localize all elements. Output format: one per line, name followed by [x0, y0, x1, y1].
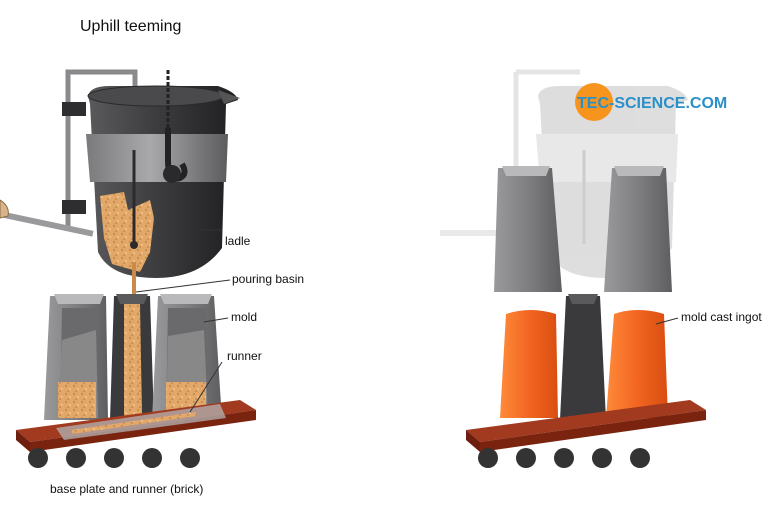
base-plate-left — [16, 400, 256, 452]
leader-line-ingot — [655, 317, 679, 325]
tec-science-logo: TEC-SCIENCE.COM — [575, 83, 727, 121]
mold-left-fill — [58, 382, 96, 418]
central-runner — [110, 294, 154, 420]
ingot-left — [500, 310, 558, 418]
label-mold-cast-ingot: mold cast ingot — [681, 310, 762, 324]
lifted-mold-left — [494, 166, 562, 292]
mold-right — [152, 294, 222, 420]
ladle-molten-steel — [100, 192, 154, 272]
frame-bracket-bottom — [62, 200, 86, 214]
ladle-frame — [65, 69, 138, 230]
ladle-band — [86, 134, 228, 182]
hand-icon — [0, 199, 9, 219]
base-plate-right — [466, 400, 706, 452]
ladle-hook — [163, 70, 188, 183]
label-mold: mold — [231, 310, 257, 324]
diagram-title: Uphill teeming — [80, 18, 181, 35]
frame-bracket-top — [62, 102, 86, 116]
stopper-rod-handle — [0, 199, 94, 237]
wheels-right — [478, 448, 650, 468]
label-runner: runner — [227, 349, 262, 363]
ingot-right — [606, 310, 668, 418]
lifted-mold-right — [604, 166, 672, 292]
pouring-stream — [132, 262, 136, 298]
logo-text: TEC-SCIENCE.COM — [577, 95, 727, 112]
leader-lines-left — [135, 229, 231, 413]
label-ladle: ladle — [225, 234, 251, 248]
central-runner-right — [560, 294, 606, 420]
ladle — [86, 70, 240, 278]
label-pouring-basin: pouring basin — [232, 272, 304, 286]
wheels-left — [28, 448, 200, 468]
mold-left — [44, 294, 108, 420]
label-base-plate: base plate and runner (brick) — [50, 482, 203, 496]
logo-circle — [575, 83, 613, 121]
